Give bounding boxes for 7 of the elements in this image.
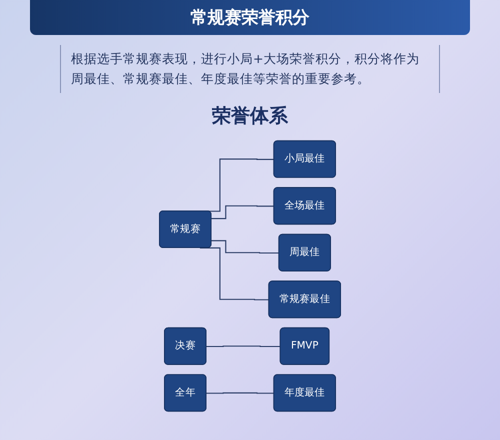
connector xyxy=(206,392,274,394)
description-text: 根据选手常规赛表现，进行小局+大场荣誉积分，积分将作为周最佳、常规赛最佳、年度最佳等荣誉的重要参考。 xyxy=(60,45,440,93)
connector xyxy=(212,205,274,220)
title-banner: 常规赛荣誉积分 xyxy=(30,0,470,35)
connector xyxy=(206,346,281,348)
section-heading: 荣誉体系 xyxy=(212,104,288,129)
connector xyxy=(212,240,280,254)
